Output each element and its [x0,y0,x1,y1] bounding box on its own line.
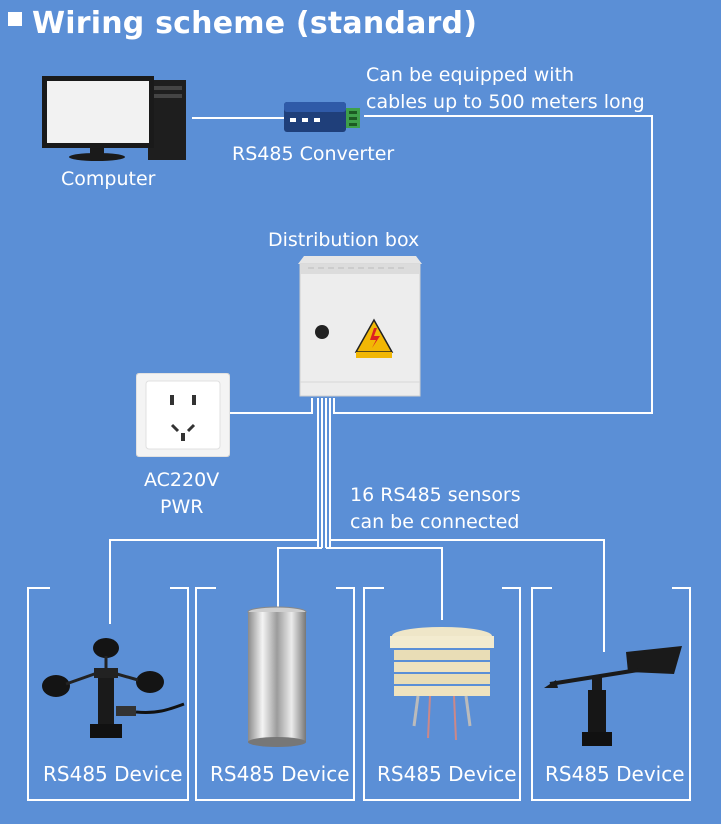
bullet-square-icon [8,11,22,26]
device-label-4: RS485 Device [545,762,685,786]
power-outlet-icon [136,373,230,457]
computer-label: Computer [61,168,156,190]
device-label-2: RS485 Device [210,762,350,786]
device-label-3: RS485 Device [377,762,517,786]
page-title: Wiring scheme (standard) [8,6,477,41]
wind-vane-icon [544,646,682,746]
cable-note-line1: Can be equipped with [366,64,575,86]
converter-label: RS485 Converter [232,143,395,165]
distribution-box-icon [298,256,422,397]
distribution-box-label: Distribution box [268,229,420,251]
computer-icon [42,76,186,161]
power-label-line1: AC220V [144,469,220,491]
rain-gauge-icon [247,606,307,747]
rs485-converter-icon [284,102,360,132]
louver-shield-icon [390,627,494,741]
cable-note-line2: cables up to 500 meters long [366,91,645,113]
power-label-line2: PWR [160,496,204,518]
sensors-note-line2: can be connected [350,511,520,533]
device-label-1: RS485 Device [43,762,183,786]
title-text: Wiring scheme (standard) [32,6,478,41]
anemometer-icon [42,638,185,738]
sensors-note-line1: 16 RS485 sensors [350,484,521,506]
